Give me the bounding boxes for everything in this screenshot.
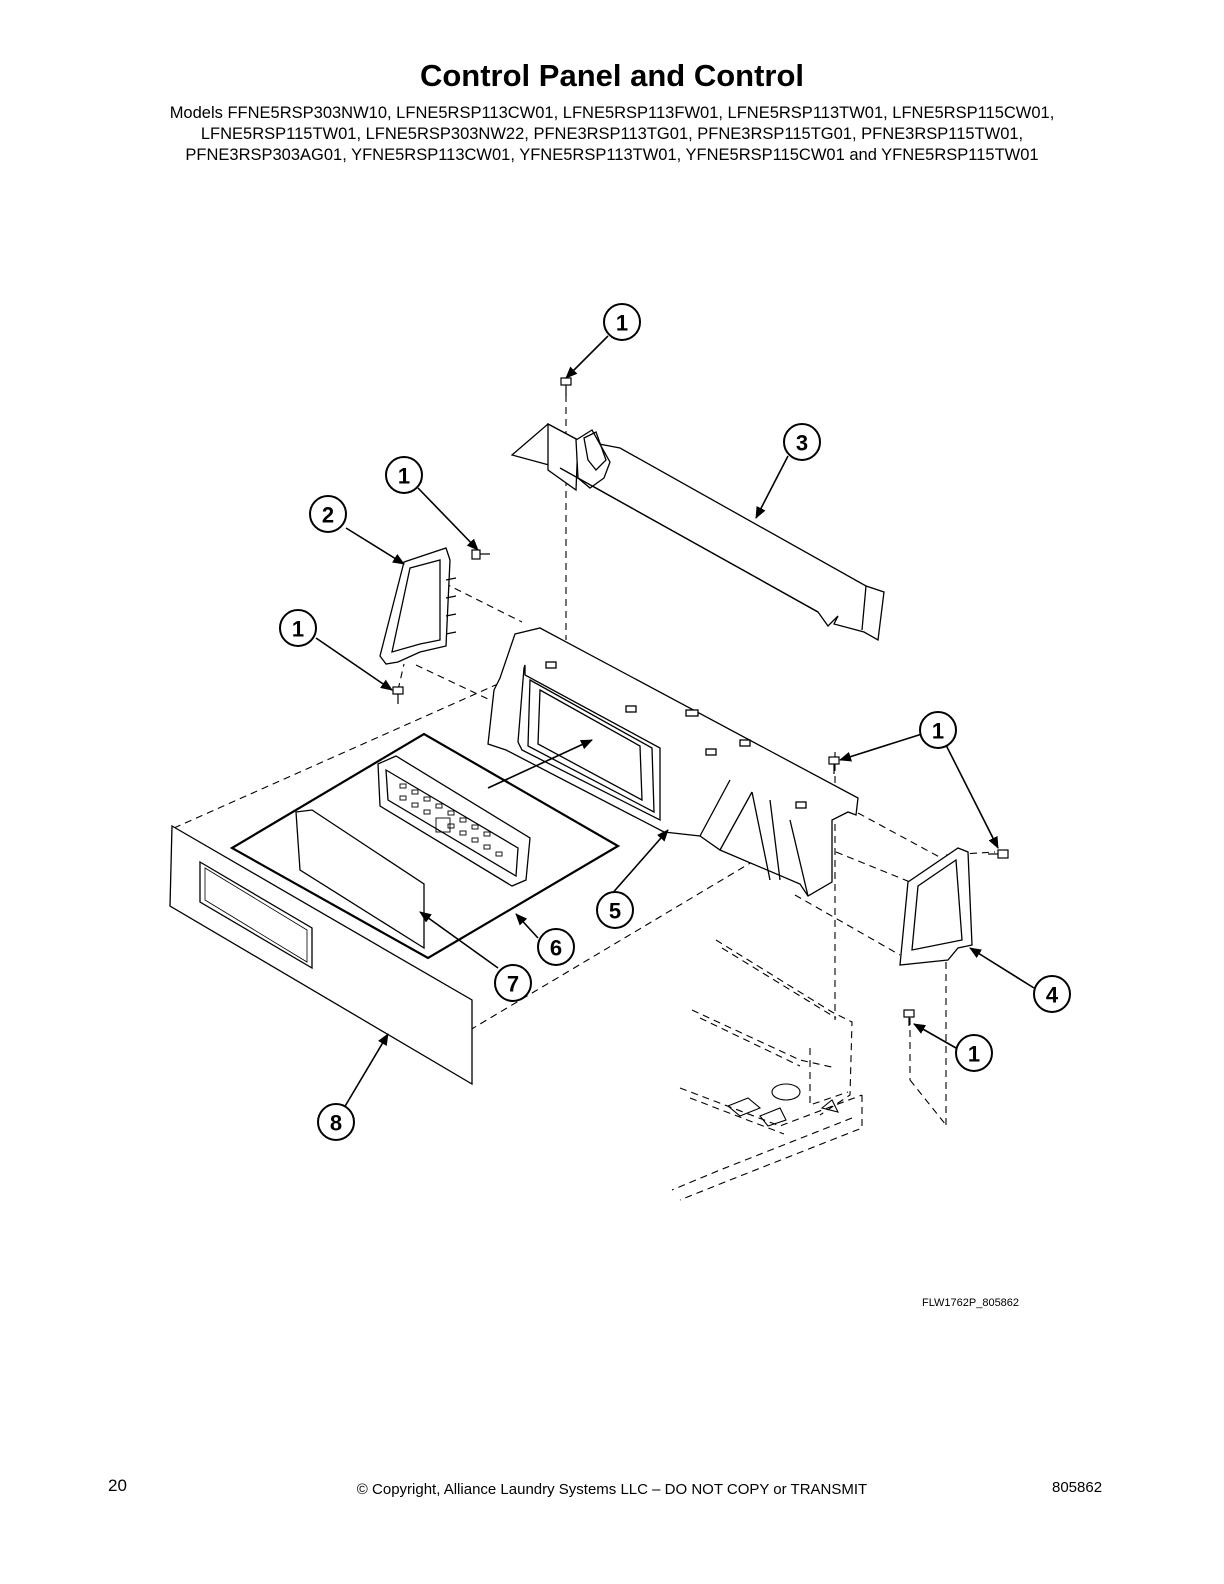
callout-7: 7 [494, 964, 532, 1002]
leader-arrows [315, 335, 1035, 1109]
svg-text:1: 1 [932, 719, 944, 744]
page-title: Control Panel and Control [419, 58, 805, 93]
callout-2: 2 [309, 495, 347, 533]
overlay-sheet [229, 732, 621, 960]
svg-text:1: 1 [968, 1042, 980, 1067]
callout-6: 6 [537, 928, 575, 966]
right-end-cap [899, 847, 973, 966]
svg-text:1: 1 [398, 464, 410, 489]
control-board [377, 755, 531, 887]
copyright-notice: © Copyright, Alliance Laundry Systems LL… [356, 1481, 868, 1498]
screw-right-side [988, 849, 1009, 859]
assembly-guide-lines [173, 395, 996, 1201]
callout-1-left-upper: 1 [385, 456, 423, 494]
model-list: Models FFNE5RSP303NW10, LFNE5RSP113CW01,… [100, 103, 1124, 166]
cabinet-details [726, 1083, 840, 1127]
callout-1-right-upper: 1 [919, 711, 957, 749]
console-panel [487, 627, 859, 897]
left-end-cap [379, 547, 457, 665]
console-top-cover [510, 422, 885, 642]
svg-text:8: 8 [330, 1111, 342, 1136]
screws [392, 377, 1009, 1026]
svg-text:6: 6 [550, 936, 562, 961]
document-number: 805862 [1052, 1479, 1103, 1496]
callout-1-right-lower: 1 [955, 1034, 993, 1072]
svg-text:3: 3 [796, 431, 808, 456]
page-number: 20 [108, 1476, 127, 1495]
model-line-3: PFNE3RSP303AG01, YFNE5RSP113CW01, YFNE5R… [185, 146, 1039, 164]
svg-text:1: 1 [292, 617, 304, 642]
screw-left-upper [471, 549, 490, 560]
model-line-2: LFNE5RSP115TW01, LFNE5RSP303NW22, PFNE3R… [200, 125, 1024, 143]
screw-right-lower [903, 1009, 915, 1026]
model-line-1: Models FFNE5RSP303NW10, LFNE5RSP113CW01,… [169, 104, 1055, 122]
svg-text:7: 7 [507, 972, 519, 997]
callout-4: 4 [1033, 975, 1071, 1013]
screw-left-lower [392, 686, 404, 704]
svg-text:1: 1 [616, 311, 628, 336]
callout-3: 3 [783, 423, 821, 461]
svg-text:5: 5 [609, 899, 621, 924]
callout-8: 8 [317, 1103, 355, 1141]
front-graphic-panel [169, 824, 473, 1086]
screw-right-upper [828, 756, 840, 774]
svg-text:4: 4 [1046, 983, 1059, 1008]
svg-text:2: 2 [322, 503, 334, 528]
callout-1-left-lower: 1 [279, 609, 317, 647]
callout-5: 5 [596, 891, 634, 929]
callout-1-top: 1 [603, 303, 641, 341]
figure-id: FLW1762P_805862 [922, 1297, 1020, 1309]
screw-top [560, 377, 572, 396]
